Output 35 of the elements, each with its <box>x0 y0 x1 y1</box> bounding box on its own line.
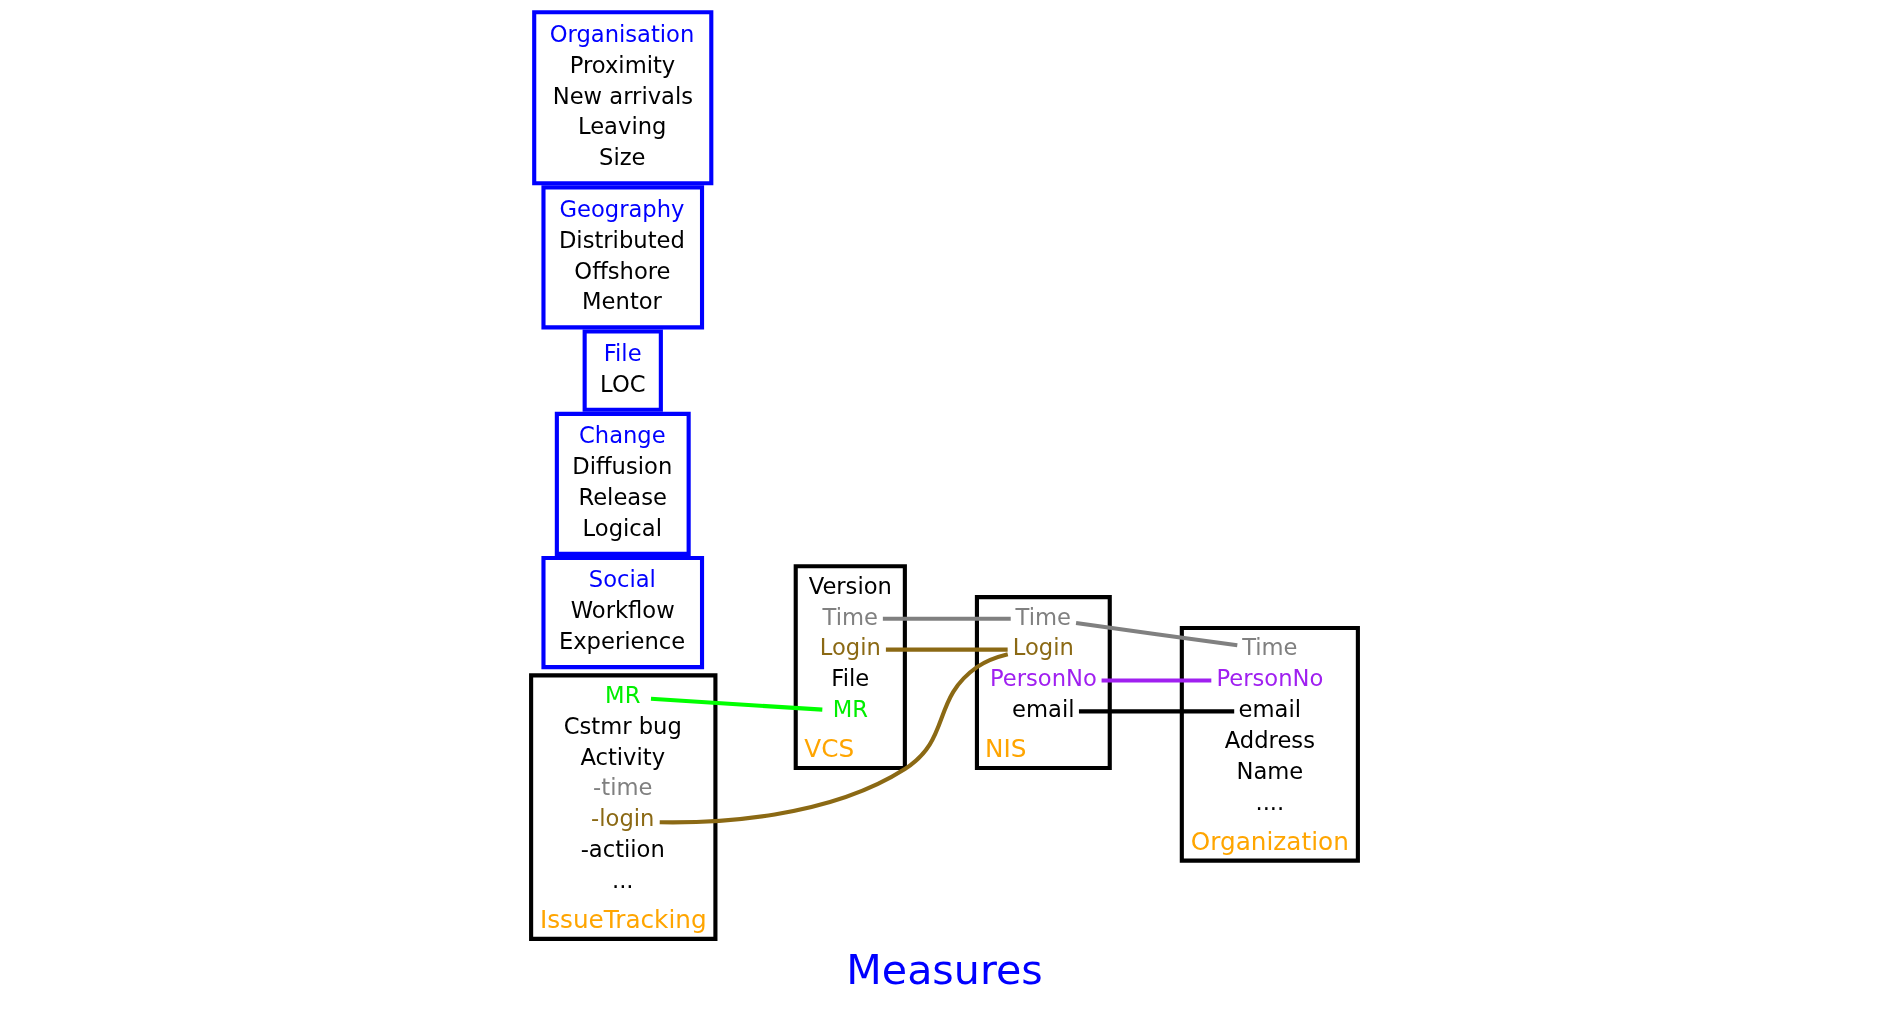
node-text: MR <box>832 696 868 723</box>
connector <box>882 616 1011 621</box>
node-text: Time <box>822 603 878 630</box>
node-text: Cstmr bug <box>563 712 682 739</box>
node-text: Time <box>1241 634 1298 661</box>
node-box: Social Workflow Experience <box>540 555 704 670</box>
node-box: Change Diffusion Release Logical <box>554 411 691 556</box>
node-text: -login <box>590 805 654 832</box>
node-text: PersonNo <box>989 665 1097 692</box>
node-text: Login <box>1012 634 1074 661</box>
node-box: Organisation Proximity New arrivals Leaving Size <box>531 10 713 186</box>
connector <box>1101 678 1211 683</box>
node-text: PersonNo <box>1215 665 1323 692</box>
node-text: -time <box>592 774 652 801</box>
connector <box>885 647 1008 652</box>
node-text: Activity <box>579 743 665 770</box>
node-text: ... <box>611 867 634 894</box>
node-text: MR <box>604 681 640 708</box>
connector <box>659 652 1008 825</box>
node-text: .... <box>1254 788 1284 815</box>
node-text: Time <box>1015 603 1071 630</box>
node-text: Version <box>808 572 892 599</box>
connector <box>650 696 822 712</box>
node-text: email <box>1238 696 1301 723</box>
node-text: File <box>830 665 869 692</box>
node-text: -actiion <box>580 836 665 863</box>
node-text: Address <box>1224 727 1315 754</box>
connector <box>1078 709 1234 714</box>
node-text: Name <box>1235 757 1303 784</box>
node-box: Geography Distributed Offshore Mentor <box>540 185 704 330</box>
node-text: Login <box>819 634 881 661</box>
caption: Measures <box>845 946 1043 995</box>
connector <box>1075 621 1238 648</box>
node-text: email <box>1011 696 1075 723</box>
node-box: File LOC <box>582 329 663 412</box>
